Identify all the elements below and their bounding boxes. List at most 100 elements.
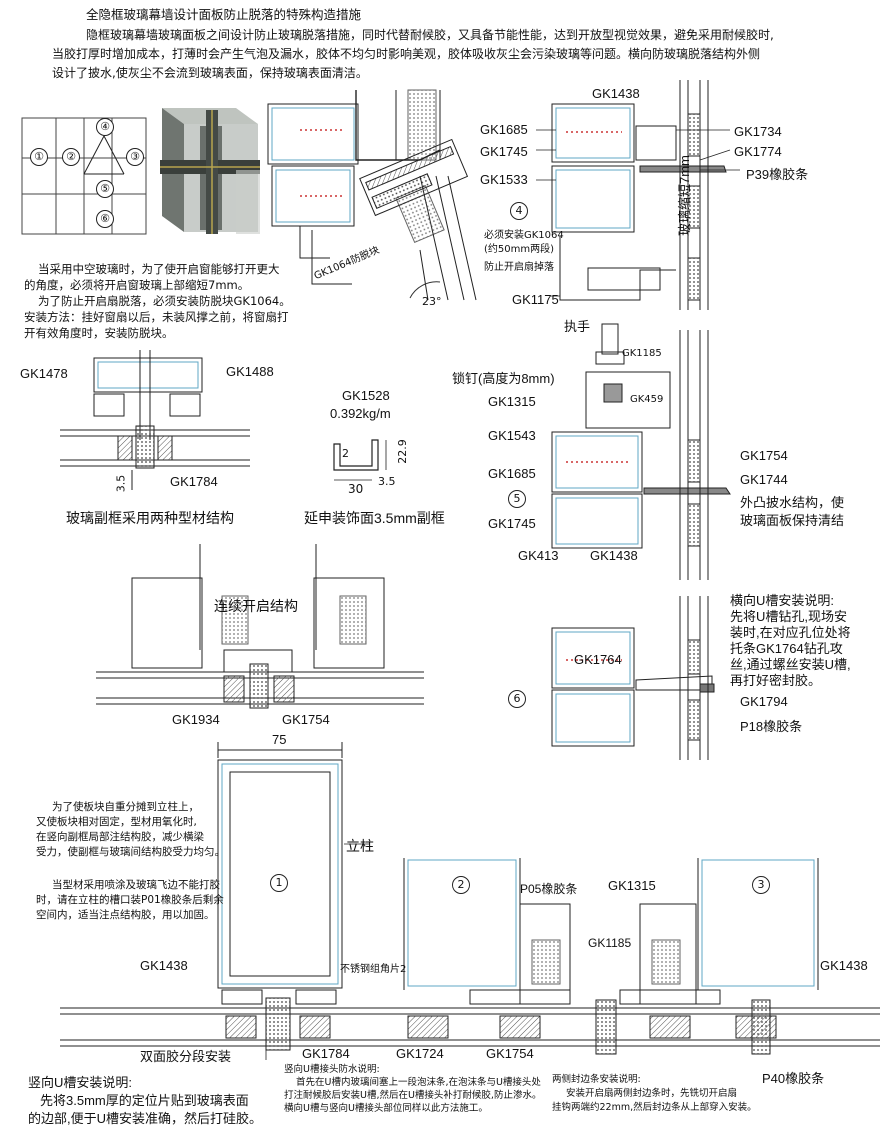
fig4-must-1: 必须安装GK1064 [484, 230, 564, 241]
intro-line-3: 设计了披水,使灰尘不会流到玻璃表面，保持玻璃表面清洁。 [52, 66, 368, 80]
bottom-note1-4: 受力，使副框与玻璃间结构胶受力均匀。 [36, 846, 225, 858]
lizhu-label: 立柱 [346, 838, 374, 854]
fig4-number: 4 [510, 202, 528, 220]
bottom-number-1: 1 [270, 874, 288, 892]
angle-label: 23° [422, 295, 442, 308]
fig5-gk1543: GK1543 [488, 428, 536, 443]
bottom-gk1185: GK1185 [588, 936, 632, 950]
fig5-gk1315: GK1315 [488, 394, 536, 409]
fig5-desc-1: 外凸披水结构，使 [740, 495, 845, 510]
gk1528-dim-35: 3.5 [378, 475, 396, 488]
bottom-note2-3: 空间内，适当注点结构胶，用以加固。 [36, 909, 215, 921]
grid-label-4: ④ [96, 118, 114, 136]
panel-grid-diagram [21, 117, 147, 235]
window-section [267, 89, 477, 301]
fig6-gk1764: GK1764 [574, 652, 622, 667]
bottom-gk1784: GK1784 [302, 1046, 350, 1061]
fig4-p39: P39橡胶条 [746, 167, 809, 182]
bottom-double-tape: 双面胶分段安装 [140, 1049, 232, 1064]
u-joint-2: 首先在U槽内玻璃间塞上一段泡沫条,在泡沫条与U槽接头处 [296, 1077, 541, 1088]
gk1528-profile [333, 439, 387, 481]
window-note-1: 当采用中空玻璃时，为了使开启窗能够打开更大 [38, 262, 280, 276]
fig5-gk1685: GK1685 [488, 466, 536, 481]
fig6-title: 横向U槽安装说明: [730, 593, 835, 608]
grid-label-1: ① [30, 148, 48, 166]
u-joint-3: 打注耐候胶后安装U槽,然后在U槽接头补打耐候胶,防止渗水。 [284, 1090, 542, 1101]
bottom-p05: P05橡胶条 [520, 882, 578, 896]
fig4-gk1745: GK1745 [480, 144, 528, 159]
fig5-gk1185: GK1185 [622, 348, 662, 359]
gk1528-caption: 延申装饰面3.5mm副框 [304, 510, 445, 526]
fig4-gk1734: GK1734 [734, 124, 782, 139]
subframe-gk1478: GK1478 [20, 366, 68, 381]
continuous-title: 连续开启结构 [214, 598, 298, 614]
fig6-desc-2: 装时,在对应孔位处将 [730, 625, 851, 640]
fig4-section [551, 80, 727, 310]
grid-label-5: ⑤ [96, 180, 114, 198]
gk1528-dim-2: 2 [342, 447, 349, 460]
u-joint-1: 竖向U槽接头防水说明: [284, 1064, 380, 1075]
grid-label-3: ③ [126, 148, 144, 166]
subframe-gk1488: GK1488 [226, 364, 274, 379]
bottom-gk1315: GK1315 [608, 878, 656, 893]
bottom-gk1754: GK1754 [486, 1046, 534, 1061]
fig6-section [551, 596, 715, 760]
bottom-section-2 [403, 858, 571, 1039]
fig5-desc-2: 玻璃面板保持清结 [740, 513, 845, 528]
bottom-note1-3: 在竖向副框局部注结构胶，减少横梁 [36, 831, 204, 843]
fig5-gk1745: GK1745 [488, 516, 536, 531]
fig5-number: 5 [508, 490, 526, 508]
page-title: 全隐框玻璃幕墙设计面板防止脱落的特殊构造措施 [86, 7, 362, 22]
bottom-steel-corner: 不锈钢组角片2 [340, 964, 407, 975]
fig4-must-2: (约50mm两段) [484, 244, 555, 255]
dim-75: 75 [272, 732, 287, 747]
gk1528-dim-229: 22.9 [395, 439, 409, 464]
bottom-gk1724: GK1724 [396, 1046, 444, 1061]
fig4-gk1774: GK1774 [734, 144, 782, 159]
bottom-gk1438-left: GK1438 [140, 958, 188, 973]
gk1528-name: GK1528 [342, 388, 390, 403]
subframe-caption: 玻璃副框采用两种型材结构 [66, 510, 234, 526]
fig6-desc-5: 再打好密封胶。 [730, 673, 822, 688]
fig4-gk1175: GK1175 [512, 292, 559, 307]
window-note-4: 安装方法：挂好窗扇以后，未装风撑之前，将窗扇打 [24, 310, 289, 324]
bottom-number-3: 3 [752, 876, 770, 894]
vertical-u-desc-2: 的边部,便于U槽安装准确，然后打硅胶。 [28, 1111, 263, 1126]
u-joint-4: 横向U槽与竖向U槽接头部位同样以此方法施工。 [284, 1103, 488, 1114]
intro-line-1: 隐框玻璃幕墙玻璃面板之间设计防止玻璃脱落措施，同时代替耐候胶，又具备节能性能，达… [86, 28, 774, 42]
gk1528-dim-30: 30 [348, 482, 364, 496]
fig4-vertical: 玻璃缩短7mm [677, 155, 692, 236]
fig5-gk413: GK413 [518, 548, 559, 563]
fig6-desc-3: 托条GK1764钻孔攻 [730, 641, 843, 656]
bottom-note1-2: 又使板块相对固定，型材用氧化时, [36, 816, 197, 828]
fig6-desc-1: 先将U槽钻孔,现场安 [730, 609, 848, 624]
bottom-section-3 [595, 858, 819, 1055]
window-note-5: 开有效角度时，安装防脱块。 [24, 326, 174, 340]
subframe-gk1784: GK1784 [170, 474, 218, 489]
fig5-section [551, 323, 731, 580]
window-note-2: 的角度，必须将开启窗玻璃上部缩短7mm。 [24, 278, 250, 292]
bottom-section-1 [60, 742, 880, 1051]
subframe-section [60, 350, 250, 490]
two-side-2: 安装开启扇两侧封边条时，先铣切开启扇 [566, 1088, 738, 1099]
continuous-gk1754: GK1754 [282, 712, 330, 727]
two-side-1: 两侧封边条安装说明: [552, 1074, 641, 1085]
bottom-number-2: 2 [452, 876, 470, 894]
intro-line-2: 当胶打厚时增加成本，打薄时会产生气泡及漏水，胶体不均匀时影响美观，胶体吸收灰尘会… [52, 47, 761, 61]
corner-render [160, 108, 260, 234]
continuous-gk1934: GK1934 [172, 712, 220, 727]
fig4-fall-note: 防止开启扇掉落 [484, 262, 554, 273]
fig4-gk1438: GK1438 [592, 86, 640, 101]
bottom-note1-1: 为了使板块自重分摊到立柱上， [52, 801, 199, 813]
fig6-desc-4: 丝,通过螺丝安装U槽, [730, 657, 851, 672]
window-note-3: 为了防止开启扇脱落，必须安装防脱块GK1064。 [38, 294, 291, 308]
fig6-p18: P18橡胶条 [740, 719, 803, 734]
fig6-number: 6 [508, 690, 526, 708]
bottom-note2-2: 时，请在立柱的槽口装P01橡胶条后剩余 [36, 894, 224, 906]
fig4-gk1533: GK1533 [480, 172, 528, 187]
fig5-gk1744: GK1744 [740, 472, 788, 487]
fig6-gk1794: GK1794 [740, 694, 788, 709]
continuous-opening-section [96, 544, 424, 709]
grid-label-2: ② [62, 148, 80, 166]
